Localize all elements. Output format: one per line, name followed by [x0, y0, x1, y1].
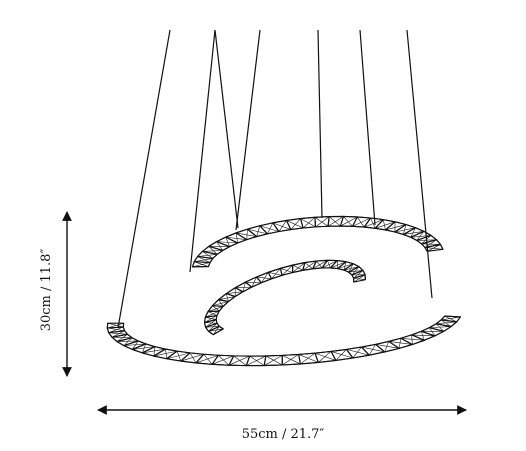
width-dimension: 55cm / 21.7″ — [97, 405, 467, 442]
cable-5 — [317, 29, 323, 219]
cable-3 — [214, 29, 239, 229]
cable-6 — [359, 29, 376, 226]
height-dimension: 30cm / 11.8″ — [39, 211, 72, 377]
suspension-cables — [117, 29, 433, 329]
cable-7 — [406, 29, 433, 299]
crystal-ring-inner — [203, 259, 366, 336]
chandelier-rings — [106, 215, 462, 367]
crystal-ring-upper — [191, 215, 444, 268]
cable-2 — [189, 29, 216, 273]
cable-4 — [235, 29, 261, 231]
cable-1 — [117, 29, 171, 329]
crystal-ring-lower — [106, 315, 462, 367]
height-label: 30cm / 11.8″ — [39, 249, 54, 332]
width-label: 55cm / 21.7″ — [242, 427, 325, 442]
